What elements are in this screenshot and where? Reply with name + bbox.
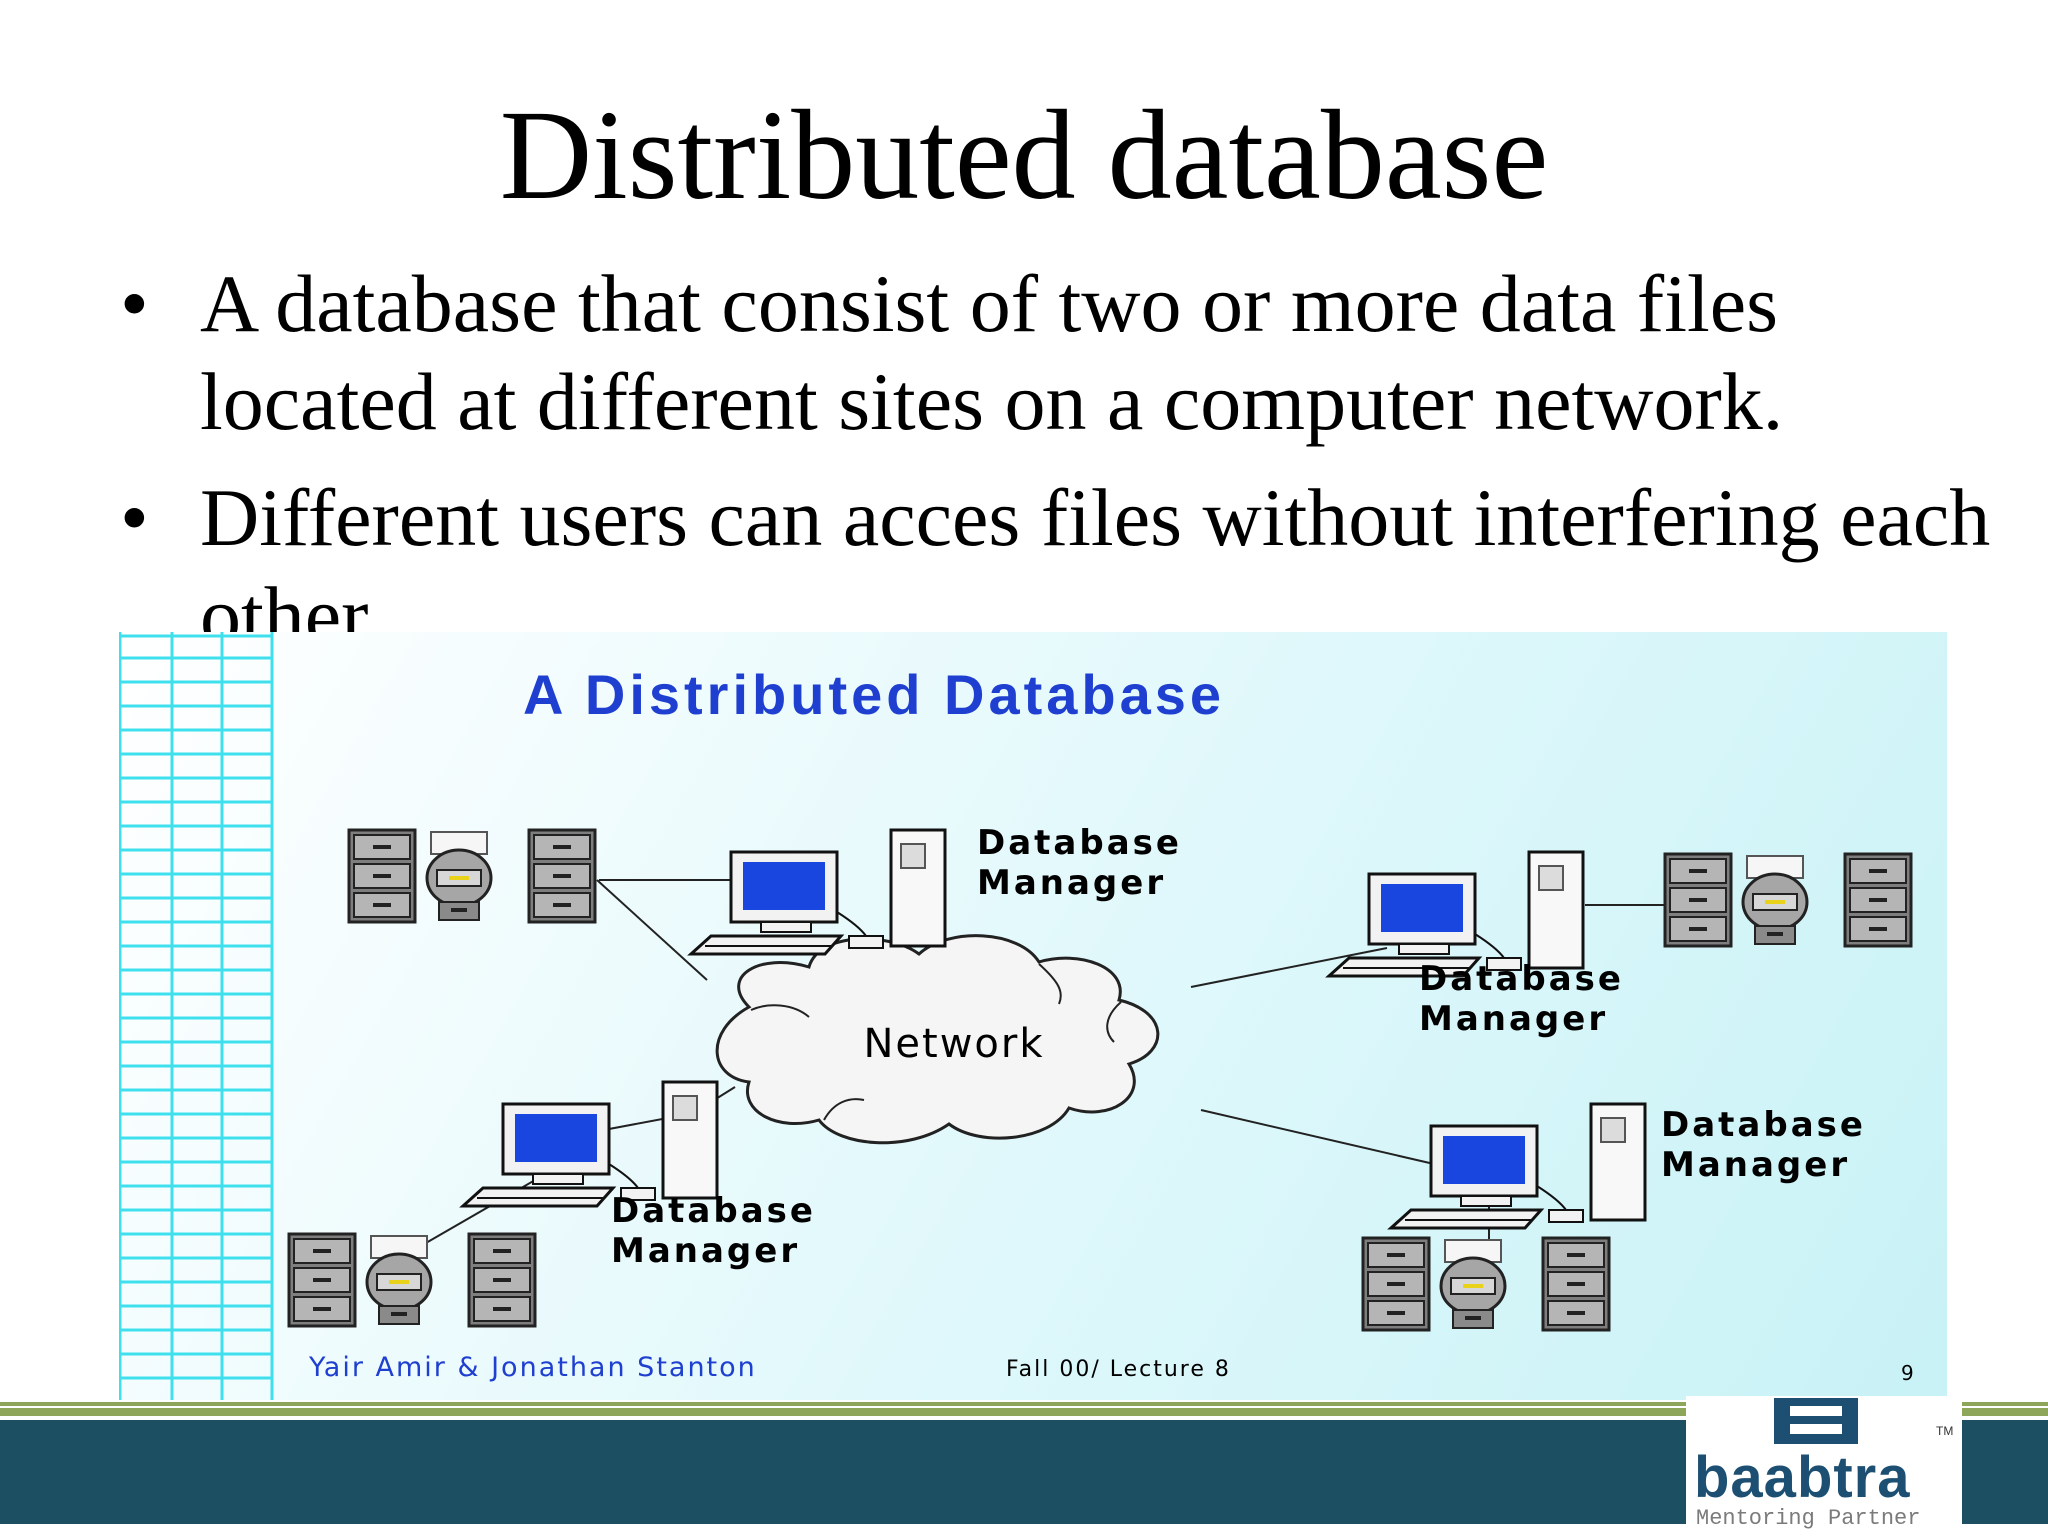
network-label: Network [863, 1021, 1044, 1067]
logo-tagline: Mentoring Partner [1696, 1506, 1921, 1531]
logo-trademark: TM [1936, 1424, 1954, 1438]
node-label-line1: Database [1661, 1105, 1866, 1145]
bullet-dot: • [120, 258, 149, 349]
network-cloud: Network [715, 934, 1160, 1145]
logo-wordmark: baabtra [1694, 1445, 1911, 1510]
bullet-text: A database that consist of two or more d… [200, 258, 1784, 447]
network-links [418, 879, 1665, 1248]
bullet-item: • A database that consist of two or more … [120, 255, 2000, 451]
file-storage-icon [289, 1234, 535, 1326]
site-bottom-left: Database Manager [289, 1080, 816, 1326]
figure-title: A Distributed Database [523, 663, 1225, 726]
background-grid [119, 632, 274, 1400]
node-label-line1: Database [1419, 959, 1624, 999]
node-label-line1: Database [611, 1191, 816, 1231]
workstation-icon [689, 828, 947, 956]
file-storage-icon [1665, 854, 1911, 946]
node-label-line2: Manager [1661, 1145, 1850, 1185]
file-storage-icon [1363, 1238, 1609, 1330]
node-label-line2: Manager [611, 1231, 800, 1271]
diagram-canvas: A Distributed Database Network Database … [119, 632, 1914, 1400]
bullet-item: • Different users can acces files without… [120, 469, 2000, 665]
distributed-database-diagram: A Distributed Database Network Database … [119, 632, 1947, 1400]
slide-title: Distributed database [499, 84, 1549, 226]
file-storage-icon [349, 830, 595, 922]
figure-page-number: 9 [1901, 1361, 1914, 1385]
baabtra-logo: baabtra TM Mentoring Partner [1686, 1396, 1962, 1536]
bullet-list: • A database that consist of two or more … [120, 255, 2000, 683]
figure-footer-authors: Yair Amir & Jonathan Stanton [308, 1352, 757, 1383]
site-bottom-right: Database Manager [1363, 1102, 1866, 1330]
node-label-line1: Database [977, 823, 1182, 863]
site-top-right: Database Manager [1327, 850, 1911, 1039]
bullet-text: Different users can acces files without … [200, 472, 1991, 661]
logo-mark-icon [1774, 1398, 1858, 1444]
workstation-icon [1389, 1102, 1647, 1230]
workstation-icon [461, 1080, 719, 1208]
site-top-left: Database Manager [349, 823, 1182, 956]
workstation-icon [1327, 850, 1585, 978]
figure-footer-course: Fall 00/ Lecture 8 [1006, 1357, 1231, 1382]
node-label-line2: Manager [1419, 999, 1608, 1039]
node-label-line2: Manager [977, 863, 1166, 903]
bullet-dot: • [120, 472, 149, 563]
